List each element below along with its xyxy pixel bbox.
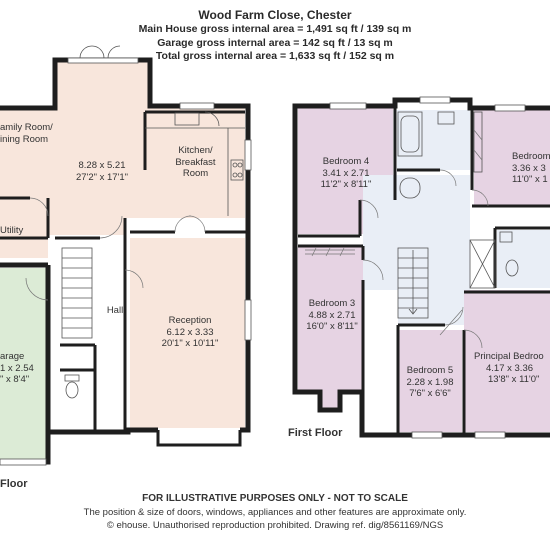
hall-label: Hall — [106, 305, 124, 316]
utility-label: Utility — [0, 225, 24, 236]
kitchen-fittings — [145, 111, 245, 216]
copyright-text: © ehouse. Unauthorised reproduction proh… — [106, 520, 444, 531]
basin-icon — [437, 111, 455, 125]
principal-fill — [464, 290, 550, 432]
hall-fill — [50, 240, 128, 430]
ground-interior-walls — [0, 110, 248, 432]
reception-fill — [130, 238, 245, 428]
ground-staircase — [61, 247, 93, 339]
ground-floor — [0, 45, 252, 466]
first-floor — [292, 96, 550, 439]
bedroom5-fill — [398, 330, 462, 432]
bay-window-icon — [156, 430, 242, 447]
first-interior-walls — [298, 106, 550, 435]
bedroom2-fill — [474, 110, 550, 206]
total-area: Total gross internal area = 1,633 sq ft … — [155, 50, 395, 62]
bathroom-fittings — [397, 111, 519, 289]
garage-area: Garage gross internal area = 142 sq ft /… — [157, 37, 393, 49]
toilet-first-icon — [399, 177, 421, 199]
landing-fill — [363, 175, 470, 325]
shower-icon — [469, 239, 496, 289]
disclaimer-text: The position & size of doors, windows, a… — [83, 507, 467, 518]
first-windows — [329, 96, 526, 439]
bathroom-fill — [397, 110, 470, 170]
main-house-area: Main House gross internal area = 1,491 s… — [138, 23, 412, 35]
toilet-icon — [64, 374, 80, 399]
first-doors — [359, 169, 489, 349]
bedroom3-fill — [298, 246, 363, 408]
plan-title: Wood Farm Close, Chester — [198, 8, 352, 22]
disclaimer-title: FOR ILLUSTRATIVE PURPOSES ONLY - NOT TO … — [142, 493, 408, 504]
first-walls — [292, 97, 550, 438]
principal-bedroom-label: Principal Bedroo 4.17 x 3.36 13'8" x 11'… — [474, 351, 544, 385]
ground-windows — [179, 102, 252, 341]
first-staircase — [397, 247, 429, 319]
french-doors-icon — [67, 45, 139, 64]
wardrobes — [305, 129, 483, 257]
ensuite-fill — [497, 230, 550, 288]
family-room-label: amily Room/ining Room — [0, 122, 53, 145]
bath-icon — [397, 111, 423, 157]
first-floor-label: First Floor — [288, 427, 343, 439]
hob-icon — [230, 159, 244, 181]
garage-door-icon — [0, 458, 47, 466]
ground-doors — [25, 197, 206, 301]
garage-fill — [0, 268, 48, 460]
utility-fill — [0, 200, 48, 258]
ground-floor-label: Floor — [0, 478, 28, 490]
